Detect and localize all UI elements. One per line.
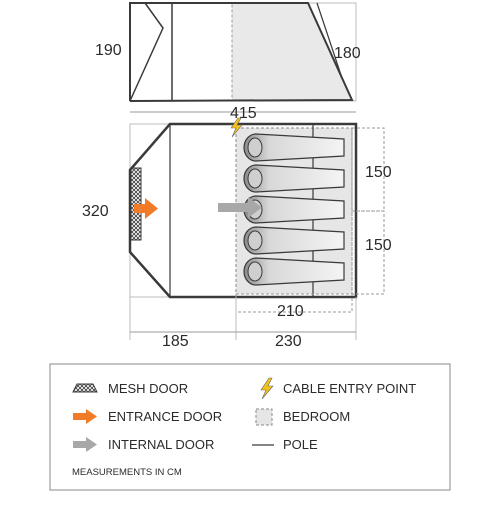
entrance-door-icon [73, 409, 97, 424]
legend-pole-label: POLE [283, 437, 318, 452]
floor-plan: 415 320 150 150 [82, 105, 392, 350]
legend-entrance-door-label: ENTRANCE DOOR [108, 409, 222, 424]
sleeping-bag [243, 257, 345, 286]
sleeping-bag [243, 226, 345, 255]
legend-mesh-door-label: MESH DOOR [108, 381, 188, 396]
side-front-slope [129, 2, 164, 102]
entrance-door-arrow [134, 198, 158, 219]
bedroom-icon [255, 408, 273, 426]
bedroom-length-label: 210 [277, 303, 304, 320]
legend-bedroom-label: BEDROOM [283, 409, 350, 424]
sleeping-bag [243, 133, 345, 162]
bedroom-length-dim-box [235, 293, 353, 313]
legend-cable-entry-label: CABLE ENTRY POINT [283, 381, 416, 396]
porch-length-label: 185 [162, 333, 189, 350]
bedroom-lower-width-label: 150 [365, 237, 392, 254]
overall-length-label: 415 [230, 105, 257, 122]
side-rear-pole [316, 2, 343, 79]
measurements-note: MEASUREMENTS IN CM [72, 467, 182, 478]
legend: MESH DOOR ENTRANCE DOOR INTERNAL DOOR CA… [49, 363, 451, 491]
side-elevation: 190 180 [95, 1, 361, 102]
bedroom-upper-width-label: 150 [365, 164, 392, 181]
mesh-door-icon [72, 383, 98, 393]
sleeping-bag [243, 164, 345, 193]
overall-width-label: 320 [82, 203, 109, 220]
internal-door-icon [73, 437, 97, 452]
cable-entry-icon [230, 117, 243, 138]
bedroom-lower-dim-box [351, 210, 385, 295]
side-profile-outline [129, 1, 354, 102]
side-right-height-label: 180 [334, 45, 361, 62]
side-left-height-label: 190 [95, 42, 122, 59]
legend-internal-door-label: INTERNAL DOOR [108, 437, 214, 452]
internal-door-arrow [218, 197, 262, 218]
legend-cable-entry-icon [260, 377, 274, 400]
inner-length-label: 230 [275, 333, 302, 350]
legend-box [49, 363, 451, 491]
sleeping-bags [243, 133, 345, 286]
